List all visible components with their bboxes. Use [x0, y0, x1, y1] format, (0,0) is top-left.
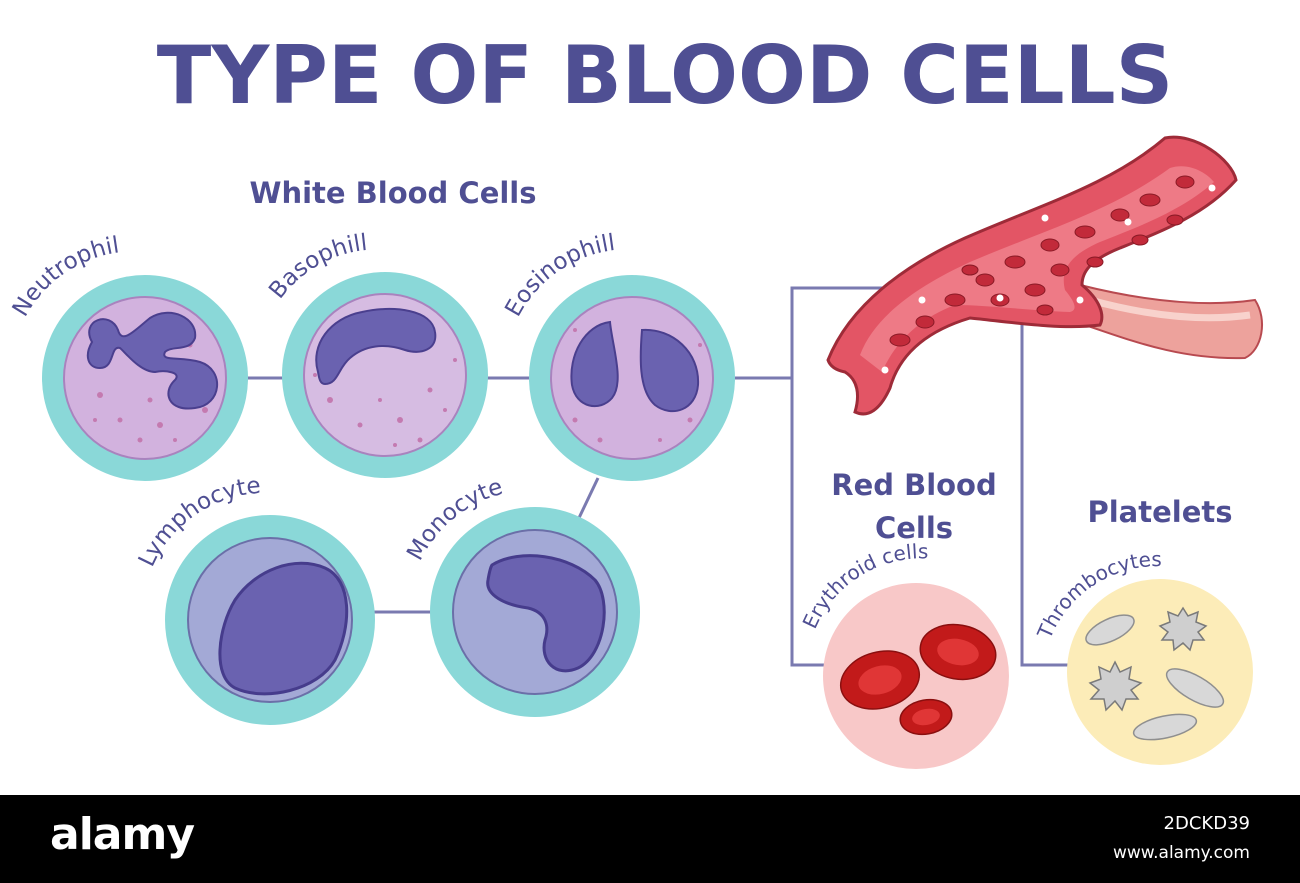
diagram-svg: TYPE OF BLOOD CELLS White Blood Cells — [8, 29, 1263, 769]
image-id: 2DCKD39 — [1163, 813, 1250, 834]
footer-bar: alamy 2DCKD39 www.alamy.com — [0, 795, 1300, 883]
blood-vessel-illustration — [826, 135, 1263, 416]
rbc-heading-line2: Cells — [875, 511, 953, 545]
erythrocyte-circle — [823, 583, 1009, 769]
platelets-heading: Platelets — [1087, 495, 1232, 529]
diagram-canvas: TYPE OF BLOOD CELLS White Blood Cells — [7, 29, 1263, 769]
connector-lines — [240, 286, 1072, 667]
thrombocyte-circle — [1067, 579, 1253, 765]
neutrophil-cell — [42, 275, 248, 481]
brand-logo: alamy — [50, 809, 195, 860]
monocyte-cell — [430, 507, 640, 717]
basophil-cell — [282, 272, 488, 478]
site-url: www.alamy.com — [1112, 843, 1250, 863]
lymphocyte-cell — [165, 515, 375, 725]
wbc-heading: White Blood Cells — [249, 176, 536, 210]
rbc-heading-line1: Red Blood — [831, 468, 997, 502]
eosinophil-cell — [529, 275, 735, 481]
page-title: TYPE OF BLOOD CELLS — [157, 29, 1173, 122]
